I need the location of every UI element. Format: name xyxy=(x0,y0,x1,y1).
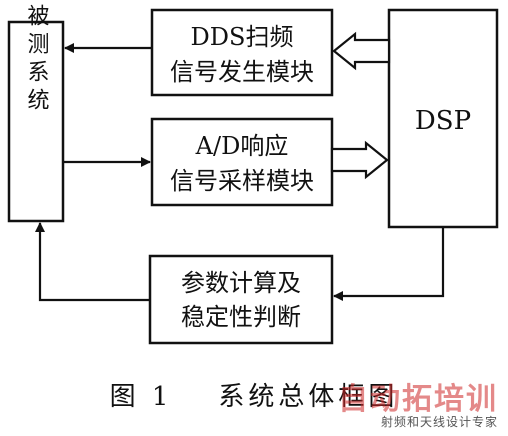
watermark: 自动拓培训 射频和天线设计专家 xyxy=(338,382,498,429)
dsp-block xyxy=(387,8,499,229)
system-under-test-block xyxy=(7,20,65,223)
adc-sampling-label-line2: 信号采样模块 xyxy=(170,167,314,195)
calc-judge-label-line2: 稳定性判断 xyxy=(181,303,301,331)
watermark-brand: 自动拓培训 xyxy=(338,382,498,417)
dds-generator-label-line2: 信号发生模块 xyxy=(170,58,314,86)
watermark-slogan: 射频和天线设计专家 xyxy=(380,415,498,429)
adc-to-dsp-hollow-arrow xyxy=(330,140,389,180)
calc-to-system-arrow xyxy=(35,222,150,302)
calc-judge-block xyxy=(148,254,334,345)
adc-sampling-block xyxy=(150,117,334,207)
adc-sampling-label-line1: A/D响应 xyxy=(195,132,289,160)
dsp-label: DSP xyxy=(415,106,471,136)
calc-judge-label-line1: 参数计算及 xyxy=(181,269,301,297)
dsp-to-dds-hollow-arrow xyxy=(332,31,391,71)
figure-title: 系统总体框图 xyxy=(218,382,399,412)
dsp-to-calc-arrow xyxy=(333,227,445,301)
system-under-test-label: 被测系统 xyxy=(24,4,50,116)
dds-generator-block xyxy=(150,8,334,97)
figure-number: 图 1 xyxy=(109,382,173,412)
figure-caption: 图 1 系统总体框图 xyxy=(0,376,508,413)
dds-generator-label-line1: DDS扫频 xyxy=(191,23,294,51)
